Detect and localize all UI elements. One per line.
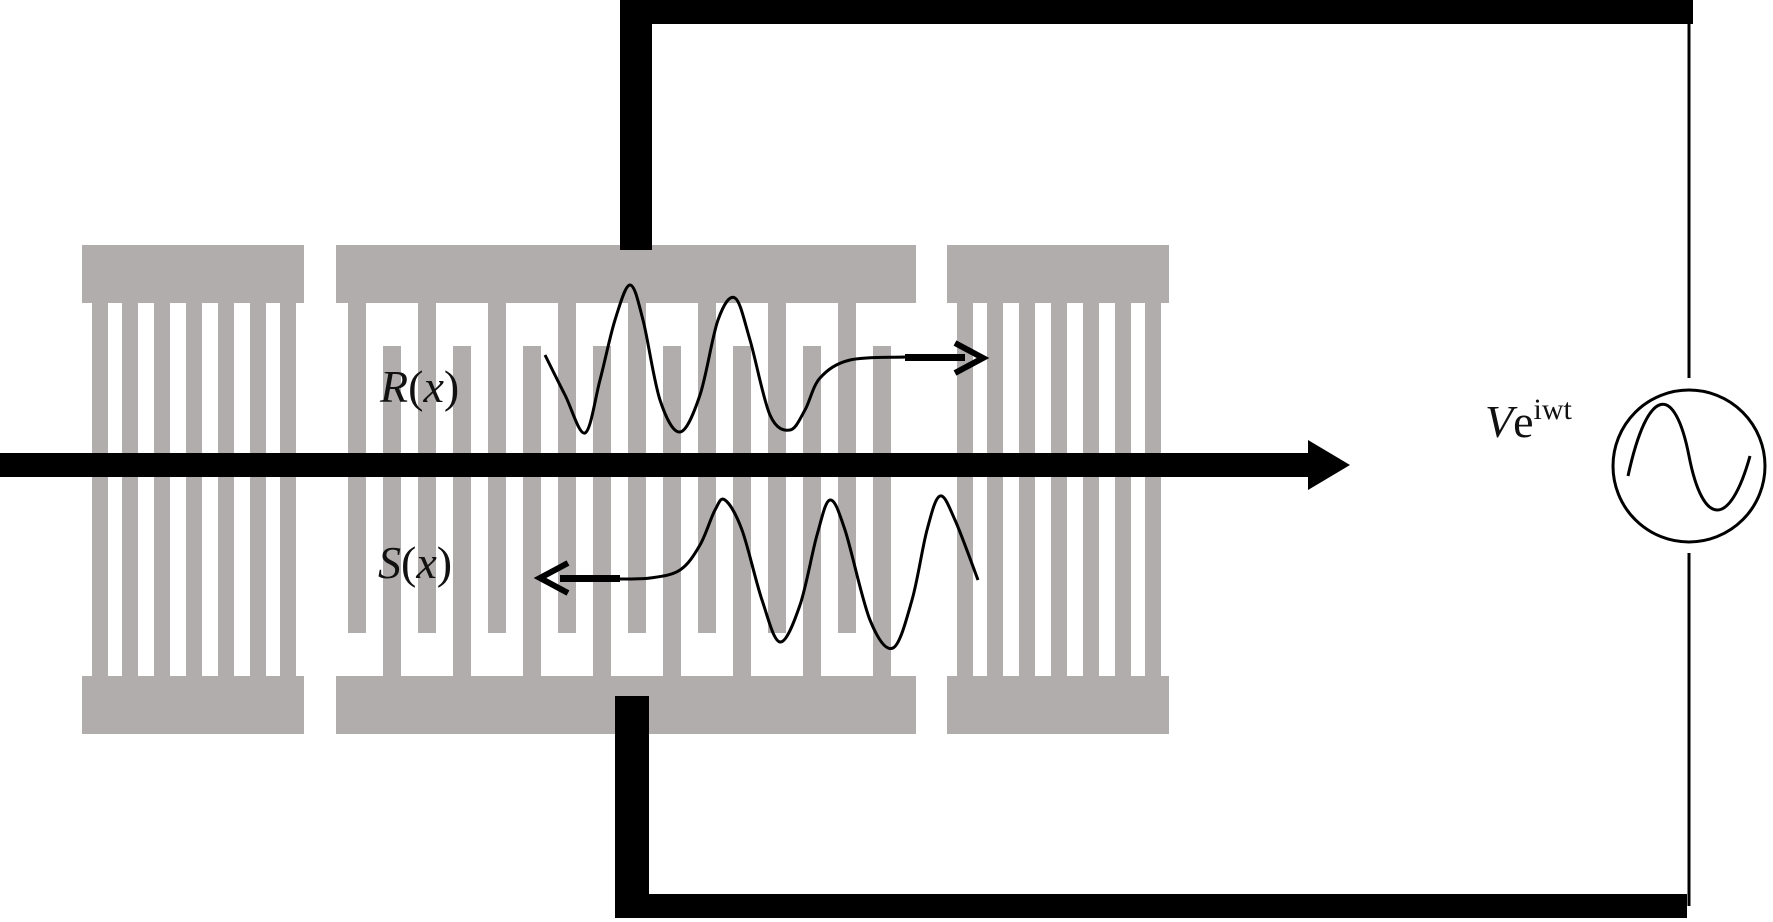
reflector-finger [154, 303, 170, 676]
top-wire [620, 0, 1693, 24]
ac-source-sine-icon [1611, 388, 1767, 544]
top-bus-lead [620, 0, 652, 250]
reflector-finger [1019, 303, 1035, 676]
idt-finger-bottom [593, 346, 611, 676]
s-wave-label: S(x) [378, 537, 452, 588]
reflector-finger [957, 303, 973, 676]
s-wave-arrow-shaft [560, 575, 620, 582]
idt-finger-bottom [803, 346, 821, 676]
reflector-finger [987, 303, 1003, 676]
r-wave [543, 283, 990, 435]
source-voltage-label: Veiwt [1485, 393, 1573, 447]
idt-finger-bottom [663, 346, 681, 676]
reflector-finger [280, 303, 296, 676]
s-wave [533, 494, 980, 651]
idt-finger-bottom [733, 346, 751, 676]
reflector-finger [1145, 303, 1161, 676]
reflector-finger [1083, 303, 1099, 676]
idt-finger-bottom [523, 346, 541, 676]
reflector-finger [92, 303, 108, 676]
interdigital-transducer [336, 245, 916, 734]
left-reflector-grating [82, 245, 304, 734]
r-wave-arrow-shaft [905, 354, 965, 361]
reflector-finger [122, 303, 138, 676]
propagation-axis-arrow [0, 440, 1350, 490]
electrode-structures [82, 245, 1169, 734]
bottom-bus-lead [615, 696, 649, 916]
reflector-finger [218, 303, 234, 676]
reflector-finger [250, 303, 266, 676]
bottom-wire [615, 894, 1687, 918]
idt-finger-bottom [383, 346, 401, 676]
idt-finger-bottom [873, 346, 891, 676]
reflector-finger [1115, 303, 1131, 676]
right-reflector-grating [947, 245, 1169, 734]
circuit-wires [615, 0, 1693, 918]
reflector-finger [186, 303, 202, 676]
idt-finger-bottom [453, 346, 471, 676]
arrow-right-icon [953, 340, 990, 376]
reflector-finger [1051, 303, 1067, 676]
r-wave-label: R(x) [379, 361, 459, 412]
arrow-left-icon [533, 560, 570, 596]
